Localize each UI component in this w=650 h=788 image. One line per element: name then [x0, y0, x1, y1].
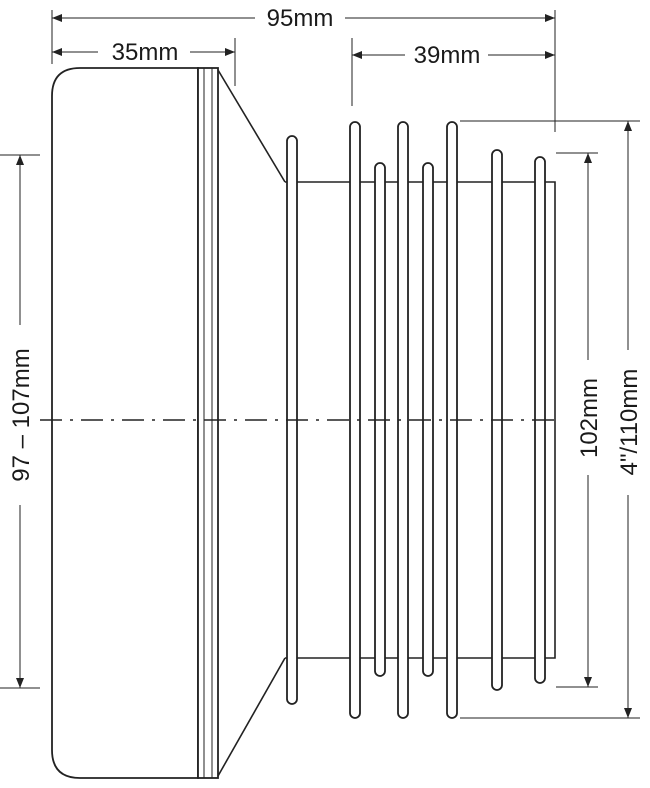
- socket-inner-dimension: 97 – 107mm: [0, 154, 40, 689]
- fin-outer-dimension: 4"/110mm: [460, 120, 643, 719]
- socket-length-label: 35mm: [112, 39, 179, 66]
- spigot-pipe: [285, 181, 556, 659]
- taper-cone: [217, 69, 286, 777]
- socket-body: [51, 67, 219, 779]
- spigot-outer-dimension: 102mm: [556, 152, 603, 688]
- fin-outer-label: 4"/110mm: [616, 369, 643, 476]
- overall-length-label: 95mm: [267, 5, 334, 32]
- spigot-outer-label: 102mm: [576, 378, 603, 458]
- spigot-length-label: 39mm: [414, 42, 481, 69]
- socket-length-dimension: 35mm: [52, 38, 236, 86]
- spigot-length-dimension: 39mm: [351, 38, 555, 106]
- socket-inner-label: 97 – 107mm: [8, 348, 35, 481]
